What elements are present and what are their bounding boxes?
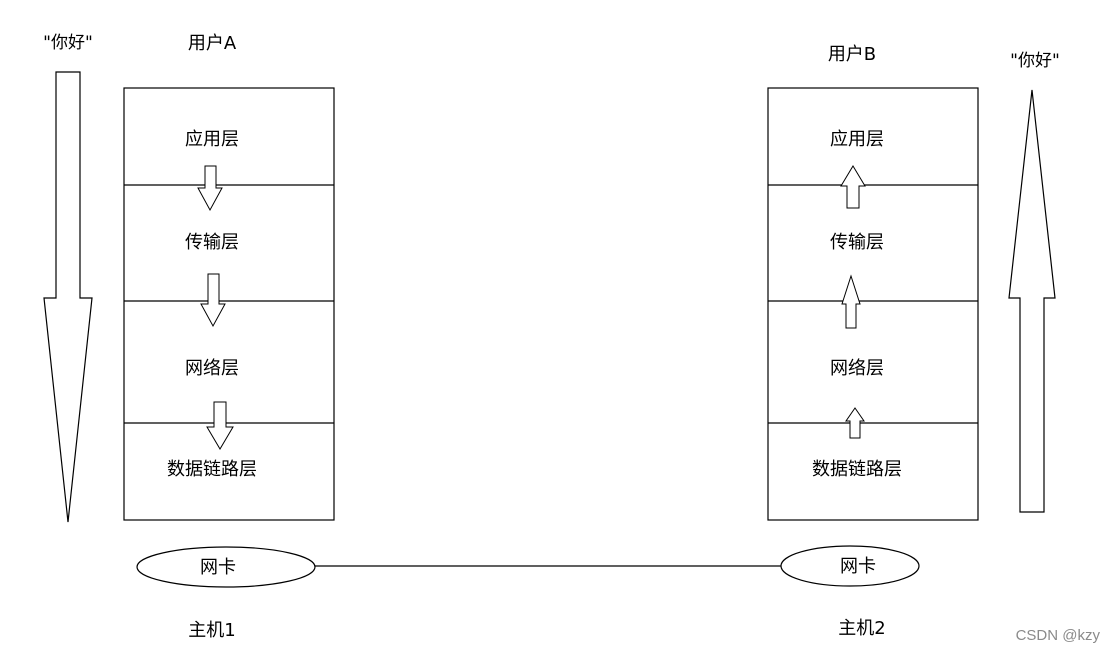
right-up-arrow-1 (840, 165, 866, 209)
left-down-arrow-3 (206, 401, 234, 450)
left-down-arrow-2 (200, 273, 226, 328)
left-layer-application: 应用层 (185, 129, 239, 150)
right-up-arrow-3 (845, 407, 865, 439)
right-layer-transport: 传输层 (830, 232, 884, 253)
left-layer-transport: 传输层 (185, 232, 239, 253)
right-nic-ellipse (780, 545, 920, 587)
right-up-arrow-2 (841, 274, 861, 329)
left-nic-ellipse (136, 546, 316, 588)
host-2-label: 主机2 (838, 618, 885, 639)
right-layer-network: 网络层 (830, 358, 884, 379)
csdn-watermark: CSDN @kzy (1016, 627, 1101, 644)
user-a-label: 用户A (188, 33, 237, 54)
right-nic-label: 网卡 (840, 556, 876, 577)
left-layer-datalink: 数据链路层 (167, 459, 257, 480)
right-layer-datalink: 数据链路层 (812, 459, 902, 480)
right-layer-stack (767, 87, 979, 521)
right-big-up-arrow (1008, 89, 1056, 513)
left-message-label: "你好" (43, 33, 93, 53)
right-message-label: "你好" (1010, 51, 1060, 71)
left-layer-stack (123, 87, 335, 521)
host-1-label: 主机1 (188, 620, 235, 641)
right-layer-application: 应用层 (830, 129, 884, 150)
left-nic-label: 网卡 (200, 557, 236, 578)
left-layer-network: 网络层 (185, 358, 239, 379)
left-big-down-arrow (43, 71, 93, 523)
user-b-label: 用户B (828, 44, 876, 65)
left-down-arrow-1 (197, 165, 223, 212)
